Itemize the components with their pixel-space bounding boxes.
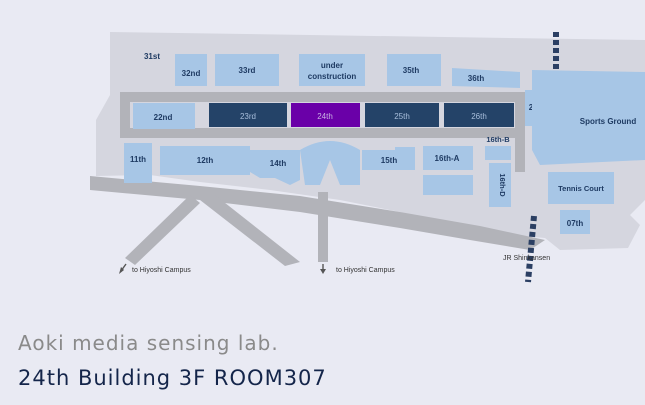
svg-text:32nd: 32nd: [182, 69, 201, 78]
building-under-construction[interactable]: under construction: [299, 54, 365, 86]
svg-text:Tennis Court: Tennis Court: [558, 184, 604, 193]
jr-shinkansen-label: JR Shinkansen: [503, 255, 550, 262]
building-14th[interactable]: 14th: [250, 141, 360, 185]
arrow-down-icon: [320, 264, 326, 274]
svg-text:11th: 11th: [130, 155, 146, 164]
svg-text:16th-A: 16th-A: [435, 154, 460, 163]
building-32nd[interactable]: 32nd: [175, 54, 207, 86]
svg-text:16th-D: 16th-D: [498, 173, 507, 197]
building-16th-b[interactable]: 16th-B: [485, 135, 511, 160]
tennis-court[interactable]: Tennis Court: [548, 172, 614, 204]
building-16th-annex[interactable]: [423, 175, 473, 195]
building-36th[interactable]: 36th: [452, 68, 520, 88]
svg-text:under: under: [321, 61, 343, 70]
building-35th[interactable]: 35th: [387, 54, 441, 86]
svg-text:14th: 14th: [270, 159, 287, 168]
building-24th[interactable]: 24th: [291, 103, 360, 127]
roads: [90, 92, 545, 266]
svg-text:26th: 26th: [471, 112, 487, 121]
svg-text:36th: 36th: [468, 74, 485, 83]
svg-text:Sports Ground: Sports Ground: [580, 117, 637, 126]
room-location: 24th Building 3F ROOM307: [18, 366, 327, 390]
road-to-hiyoshi-left: [125, 195, 200, 265]
svg-text:15th: 15th: [381, 156, 398, 165]
sports-ground[interactable]: Sports Ground: [532, 70, 645, 165]
arrow-left-icon: [119, 263, 127, 274]
building-25th[interactable]: 25th: [365, 103, 439, 127]
road-south-branch: [200, 195, 300, 266]
building-07th[interactable]: 07th: [560, 210, 590, 234]
svg-text:23rd: 23rd: [240, 112, 256, 121]
campus-map: 31st 32nd 33rd under construction 35th: [90, 32, 645, 283]
svg-text:12th: 12th: [197, 156, 214, 165]
building-16th-a[interactable]: 16th-A: [423, 146, 473, 170]
svg-text:07th: 07th: [567, 219, 584, 228]
svg-text:35th: 35th: [403, 66, 420, 75]
building-33rd[interactable]: 33rd: [215, 54, 279, 86]
svg-text:24th: 24th: [317, 112, 333, 121]
svg-text:construction: construction: [308, 72, 357, 81]
road-main-diagonal: [90, 176, 545, 250]
to-hiyoshi-label-right: to Hiyoshi Campus: [336, 267, 395, 274]
to-hiyoshi-label-left: to Hiyoshi Campus: [132, 267, 191, 274]
road-to-hiyoshi-right: [318, 192, 328, 262]
building-11th[interactable]: 11th: [124, 143, 152, 183]
building-23rd[interactable]: 23rd: [209, 103, 287, 127]
road-vertical-west: [120, 92, 130, 138]
building-12th[interactable]: 12th: [160, 146, 250, 175]
svg-text:22nd: 22nd: [154, 113, 173, 122]
svg-text:31st: 31st: [144, 52, 160, 61]
lab-name: Aoki media sensing lab.: [18, 331, 279, 355]
svg-text:25th: 25th: [394, 112, 410, 121]
building-16th-d[interactable]: 16th-D: [489, 163, 511, 207]
jr-shinkansen-rail: [525, 32, 559, 283]
svg-text:33rd: 33rd: [239, 66, 256, 75]
building-26th[interactable]: 26th: [444, 103, 514, 127]
buildings: 31st 32nd 33rd under construction 35th: [124, 52, 645, 234]
svg-text:16th-B: 16th-B: [486, 135, 510, 144]
road-horizontal-south: [120, 128, 525, 138]
building-31st[interactable]: 31st: [144, 52, 160, 61]
building-15th[interactable]: 15th: [362, 147, 415, 170]
road-horizontal-north: [120, 92, 525, 102]
building-22nd[interactable]: 22nd: [133, 103, 195, 129]
road-vertical-east: [515, 92, 525, 172]
